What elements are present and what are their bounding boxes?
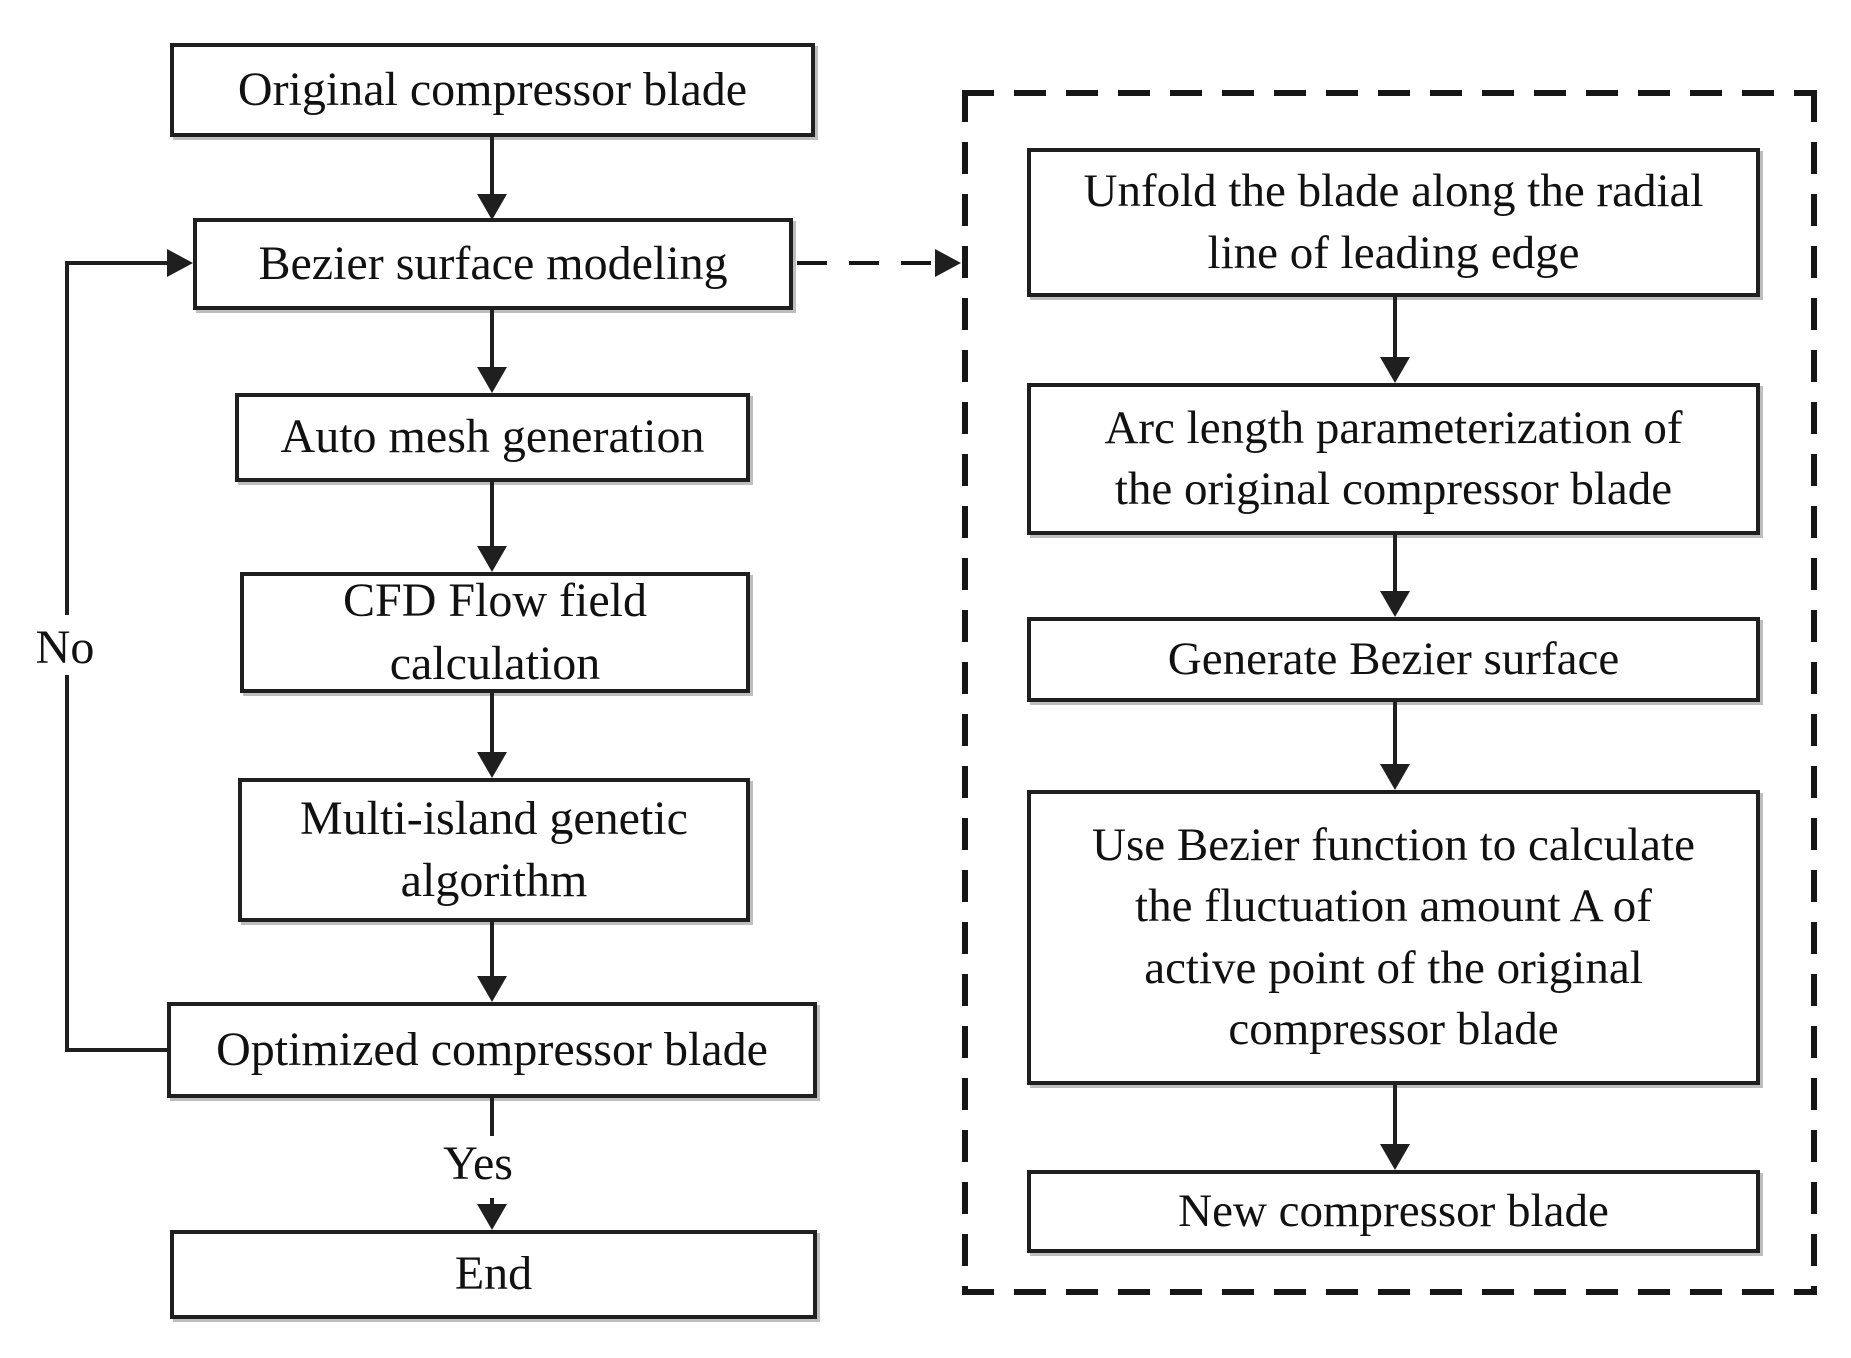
arrow-generate-to-fluctuation [1380,702,1410,790]
arrow-down-icon [477,976,507,1002]
flow-box-new-compressor-blade: New compressor blade [1027,1170,1760,1253]
arrow-down-icon [477,1204,507,1230]
no-loop-bottom-segment [65,1048,167,1052]
arrow-down-icon [477,752,507,778]
no-loop-top-segment [65,261,172,265]
arrow-bezier-to-mesh [477,310,507,393]
arrow-down-icon [1380,591,1410,617]
arrow-arclength-to-generate [1380,535,1410,617]
arrow-shaft [1393,1085,1397,1148]
dashed-container-top-border [962,90,1817,96]
arrow-shaft [490,1198,494,1208]
flow-box-multi-island-genetic-algorithm: Multi-island genetic algorithm [238,778,750,922]
flow-box-original-compressor-blade: Original compressor blade [170,43,815,137]
arrow-shaft [490,137,494,198]
flow-box-end: End [170,1230,817,1319]
arrow-down-icon [1380,357,1410,383]
dashed-link-line [797,261,935,265]
arrow-genetic-to-optimized [477,922,507,1002]
dashed-link-arrow-right-icon [935,249,961,277]
arrow-down-icon [1380,1144,1410,1170]
arrow-shaft [1393,297,1397,361]
dashed-container-left-border [962,90,968,1295]
arrow-original-to-bezier [477,137,507,220]
flow-box-generate-bezier-surface: Generate Bezier surface [1027,617,1760,702]
flow-box-bezier-fluctuation-calculation: Use Bezier function to calculate the flu… [1027,790,1760,1085]
arrow-down-icon [477,546,507,572]
edge-label-no: No [10,620,120,675]
arrow-mesh-to-cfd [477,482,507,572]
edge-label-yes: Yes [398,1136,558,1191]
arrow-right-icon [167,249,193,277]
arrow-down-icon [477,194,507,220]
arrow-shaft [490,482,494,550]
flow-box-bezier-surface-modeling: Bezier surface modeling [193,218,793,310]
yes-arrow-upper-segment [490,1098,494,1142]
arrow-shaft [1393,702,1397,768]
arrow-cfd-to-genetic [477,693,507,778]
flow-box-arc-length-parameterization: Arc length parameterization of the origi… [1027,383,1760,535]
arrow-down-icon [477,367,507,393]
dashed-container-bottom-border [962,1289,1817,1295]
flow-box-optimized-compressor-blade: Optimized compressor blade [167,1002,817,1098]
arrow-fluctuation-to-newblade [1380,1085,1410,1170]
arrow-shaft [490,922,494,980]
flow-box-auto-mesh-generation: Auto mesh generation [235,393,750,482]
no-loop-vertical-lower [65,675,69,1052]
arrow-shaft [1393,535,1397,595]
no-loop-vertical-upper [65,263,69,615]
flow-box-unfold-blade: Unfold the blade along the radial line o… [1027,148,1760,297]
arrow-down-icon [1380,764,1410,790]
arrow-shaft [490,310,494,371]
flow-box-cfd-flow-field-calculation: CFD Flow field calculation [240,572,750,693]
dashed-container-right-border [1811,90,1817,1295]
arrow-yes-to-end [477,1198,507,1230]
arrow-shaft [490,693,494,756]
arrow-unfold-to-arclength [1380,297,1410,383]
